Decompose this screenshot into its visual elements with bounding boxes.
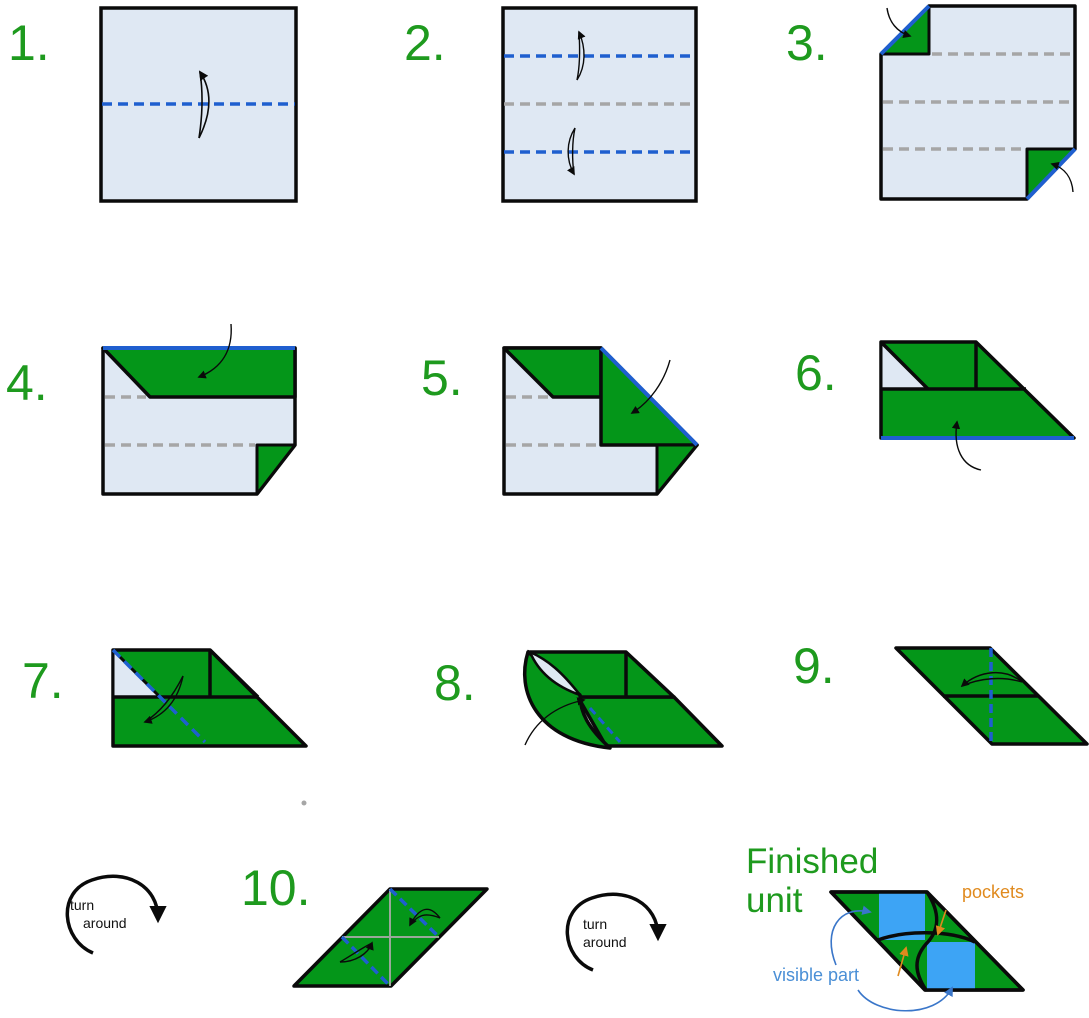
step-number-2: 2. bbox=[404, 15, 446, 71]
step-9-diagram bbox=[896, 648, 1087, 744]
rotate-arrow-icon bbox=[567, 894, 658, 970]
visible-part-label: visible part bbox=[773, 965, 859, 985]
step-2-diagram bbox=[503, 8, 696, 201]
step-8-diagram bbox=[525, 652, 722, 748]
finished-title-unit: unit bbox=[746, 881, 803, 920]
step-number-9: 9. bbox=[793, 638, 835, 694]
step-1-diagram bbox=[101, 8, 296, 201]
step-number-4: 4. bbox=[6, 355, 48, 411]
step-number-5: 5. bbox=[421, 350, 463, 406]
turn-label: turn bbox=[583, 916, 607, 932]
step-number-6: 6. bbox=[795, 345, 837, 401]
step-5-diagram bbox=[504, 348, 697, 494]
step-number-3: 3. bbox=[786, 15, 828, 71]
step-number-10: 10. bbox=[241, 860, 311, 916]
turn-around-2: turn around bbox=[567, 894, 658, 970]
finished-title: Finished bbox=[746, 842, 878, 881]
turn-around-1: turn around bbox=[67, 876, 158, 953]
pockets-label: pockets bbox=[962, 882, 1024, 902]
step-number-1: 1. bbox=[8, 15, 50, 71]
step-4-diagram bbox=[103, 324, 295, 494]
turn-label: turn bbox=[70, 897, 94, 913]
around-label: around bbox=[83, 915, 127, 931]
step-3-diagram bbox=[881, 6, 1075, 199]
step-10-diagram bbox=[294, 889, 487, 986]
around-label: around bbox=[583, 934, 627, 950]
step-6-diagram bbox=[881, 342, 1074, 470]
finished-unit: Finished unit pockets visible part bbox=[746, 842, 1024, 1011]
step-7-diagram bbox=[113, 650, 306, 746]
step-number-7: 7. bbox=[22, 653, 64, 709]
step-number-8: 8. bbox=[434, 655, 476, 711]
